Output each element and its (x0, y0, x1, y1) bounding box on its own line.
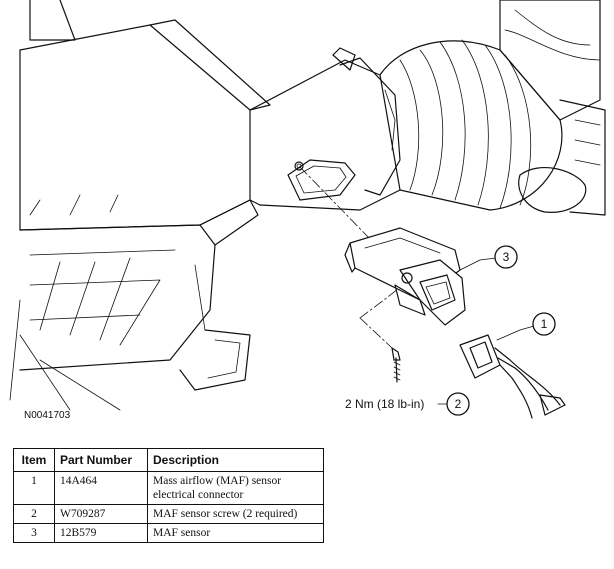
table-row: 2 W709287 MAF sensor screw (2 required) (13, 504, 324, 524)
callout-3-number: 3 (503, 250, 510, 264)
exploded-view-illustration: 3 1 2 Nm (18 lb-in) 2 N0041703 (9, 0, 606, 421)
callout-2-number: 2 (455, 397, 462, 411)
cell-part-number: W709287 (54, 504, 148, 524)
table-row: 1 14A464 Mass airflow (MAF) sensor elect… (13, 471, 324, 505)
cell-item: 1 (13, 471, 55, 505)
cell-description: Mass airflow (MAF) sensor electrical con… (147, 471, 324, 505)
parts-table: Item Part Number Description 1 14A464 Ma… (13, 448, 324, 543)
cell-item: 2 (13, 504, 55, 524)
cell-part-number: 12B579 (54, 523, 148, 543)
table-row: 3 12B579 MAF sensor (13, 523, 324, 543)
air-inlet-tube (249, 0, 606, 216)
cell-part-number: 14A464 (54, 471, 148, 505)
cell-item: 3 (13, 523, 55, 543)
column-header-item: Item (13, 448, 55, 472)
column-header-part-number: Part Number (54, 448, 148, 472)
column-header-description: Description (147, 448, 324, 472)
table-header-row: Item Part Number Description (13, 448, 324, 472)
maf-sensor-diagram: 3 1 2 Nm (18 lb-in) 2 N0041703 (9, 0, 606, 421)
callout-3-circle (494, 245, 518, 269)
air-cleaner-housing (9, 0, 271, 411)
cell-description: MAF sensor screw (2 required) (147, 504, 324, 524)
callout-1-circle (532, 312, 556, 336)
figure-id-label: N0041703 (24, 410, 71, 421)
maf-sensor-part (344, 227, 466, 326)
electrical-connector-part (459, 334, 566, 419)
callout-2-circle (446, 392, 470, 416)
alignment-leader-line (299, 166, 406, 276)
torque-spec-label: 2 Nm (18 lb-in) (345, 397, 424, 411)
cell-description: MAF sensor (147, 523, 324, 543)
callout-1-number: 1 (541, 317, 548, 331)
maf-screw-part (391, 347, 401, 383)
